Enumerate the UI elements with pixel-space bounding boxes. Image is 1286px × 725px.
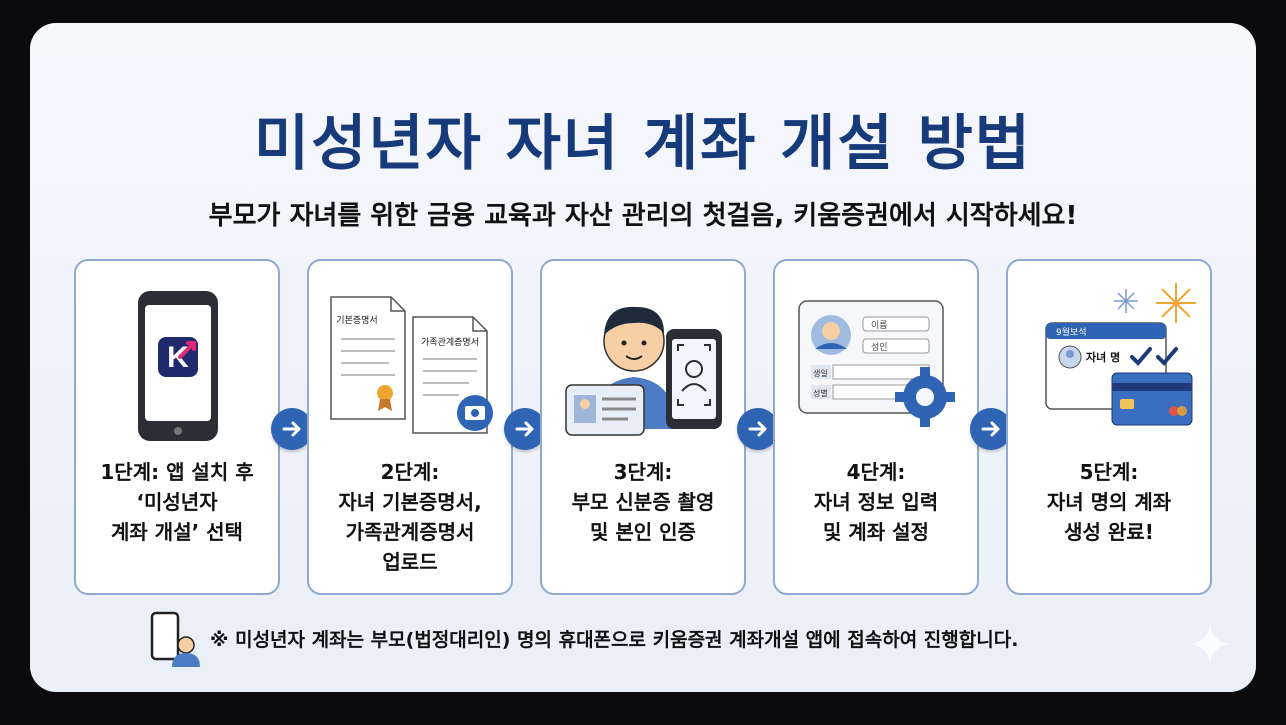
infographic-panel: 미성년자 자녀 계좌 개설 방법 부모가 자녀를 위한 금융 교육과 자산 관리… bbox=[30, 23, 1256, 692]
calendar-label: 9월보석 bbox=[1056, 326, 1087, 338]
page-title: 미성년자 자녀 계좌 개설 방법 bbox=[254, 109, 1032, 179]
step-2-caption: 2단계: 자녀 기본증명서, 가족관계증명서 업로드 bbox=[338, 460, 482, 574]
field-name2-label: 성인 bbox=[871, 342, 888, 353]
step-card-1: K 1단계: 앱 설치 후 ‘미성년자 계좌 개설’ 선택 bbox=[74, 259, 280, 595]
step-4-caption: 4단계: 자녀 정보 입력 및 계좌 설정 bbox=[813, 460, 939, 544]
step-card-5: 9월보석 자녀 명 5단계: 자녀 명의 계좌 생성 완료! bbox=[1006, 259, 1212, 595]
documents-icon: 기본증명서 가족관계증명서 bbox=[309, 261, 511, 451]
smartphone-app-icon: K bbox=[76, 261, 278, 451]
step-1-caption: 1단계: 앱 설치 후 ‘미성년자 계좌 개설’ 선택 bbox=[100, 460, 254, 544]
arrow-right-icon bbox=[970, 408, 1012, 450]
field-birth-label: 생일 bbox=[813, 368, 828, 378]
arrow-right-icon bbox=[737, 408, 779, 450]
doc1-label: 기본증명서 bbox=[336, 315, 377, 326]
firework-icon bbox=[1156, 283, 1196, 323]
footnote-text: ※ 미성년자 계좌는 부모(법정대리인) 명의 휴대폰으로 키움증권 계좌개설 … bbox=[210, 629, 1019, 651]
field-gender-label: 성별 bbox=[813, 388, 828, 398]
step-card-4: 이름 성인 생일 성별 bbox=[773, 259, 979, 595]
step-card-3: 3단계: 부모 신분증 촬영 및 본인 인증 bbox=[540, 259, 746, 595]
id-verification-icon bbox=[542, 261, 744, 451]
step-5-caption: 5단계: 자녀 명의 계좌 생성 완료! bbox=[1046, 460, 1172, 544]
arrow-right-icon bbox=[504, 408, 546, 450]
child-name-label: 자녀 명 bbox=[1086, 350, 1120, 364]
phone-parent-icon bbox=[148, 611, 204, 667]
doc2-label: 가족관계증명서 bbox=[421, 336, 479, 348]
footnote: ※ 미성년자 계좌는 부모(법정대리인) 명의 휴대폰으로 키움증권 계좌개설 … bbox=[148, 611, 1148, 667]
step-3-caption: 3단계: 부모 신분증 촬영 및 본인 인증 bbox=[571, 460, 715, 544]
page-subtitle: 부모가 자녀를 위한 금융 교육과 자산 관리의 첫걸음, 키움증권에서 시작하… bbox=[208, 201, 1078, 231]
sparkle-icon bbox=[1190, 624, 1230, 668]
field-name-label: 이름 bbox=[871, 320, 888, 331]
step-card-2: 기본증명서 가족관계증명서 2단계: 자녀 기본증명서, bbox=[307, 259, 513, 595]
arrow-right-icon bbox=[271, 408, 313, 450]
form-settings-icon: 이름 성인 생일 성별 bbox=[775, 261, 977, 451]
calendar-card-celebration-icon: 9월보석 자녀 명 bbox=[1008, 261, 1210, 451]
